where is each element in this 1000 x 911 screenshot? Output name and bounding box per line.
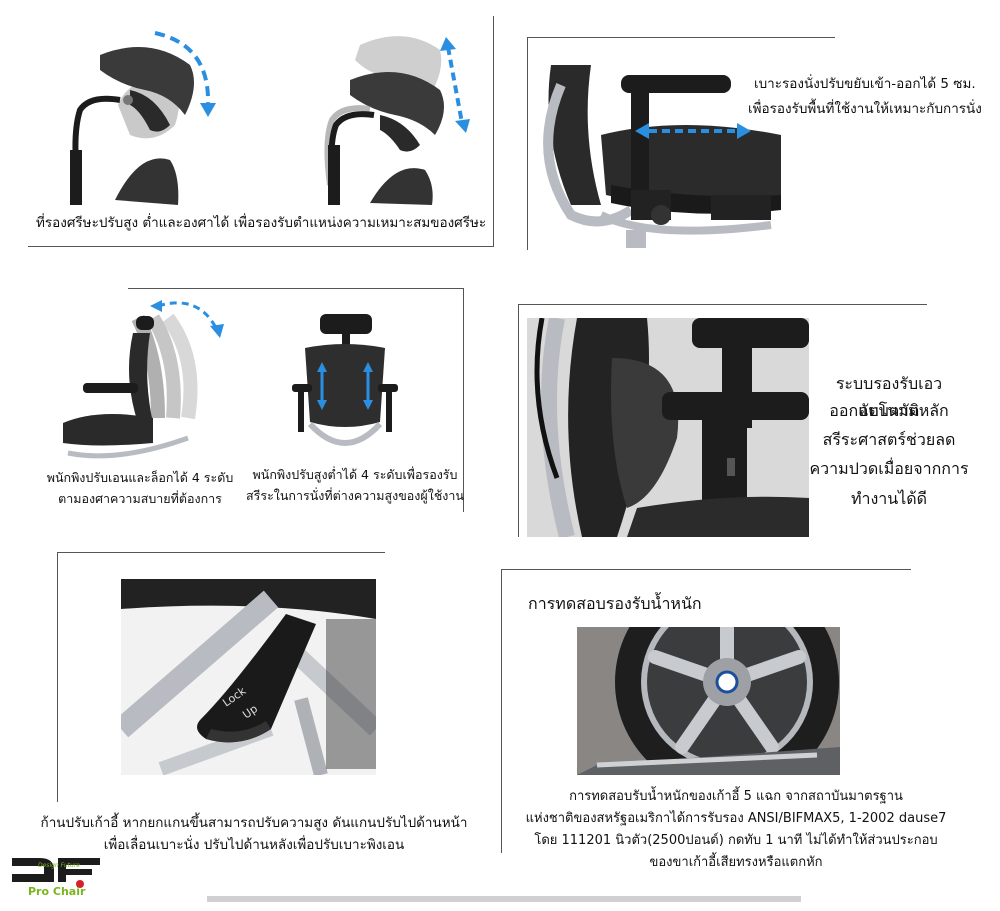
headrest-caption: ที่รองศรีษะปรับสูง ต่ำและองศาได้ เพื่อรอ… [36, 215, 487, 231]
lumbar-text-line4: ความปวดเมื่อยจากการ [809, 459, 969, 478]
recline-caption-line2: ตามองศาความสบายที่ต้องการ [58, 491, 222, 506]
recline-caption-line1: พนักพิงปรับเอนและล็อกได้ 4 ระดับ [46, 470, 234, 485]
lumbar-text-line5: ทำงานได้ดี [850, 489, 928, 508]
lumbar-photo [527, 318, 809, 537]
recline-illustration [63, 300, 224, 459]
weight-test-line4: ของขาเก้าอี้เสียทรงหรือแตกหัก [649, 855, 823, 870]
seat-slide-caption-line2: เพื่อรองรับพื้นที่ใช้งานให้เหมาะกับการนั… [748, 101, 982, 117]
lumbar-text-line3: สรีระศาสตร์ช่วยลด [822, 430, 956, 449]
lever-photo: Lock Up [121, 579, 376, 775]
brand-logo: Design Future Pro Chair [10, 852, 120, 902]
logo-brand-name: Pro Chair [28, 885, 86, 898]
weight-test-line2: แห่งชาติของสหรัฐอเมริกาได้การรับรอง ANSI… [525, 811, 947, 826]
df-logo-mark [12, 858, 100, 888]
weight-test-line1: การทดสอบรับน้ำหนักของเก้าอี้ 5 แฉก จากสถ… [569, 789, 903, 804]
seat-slide-caption-line1: เบาะรองนั่งปรับขยับเข้า-ออกได้ 5 ซม. [754, 76, 976, 92]
lumbar-text-line2: ออกแบบตามหลัก [829, 401, 949, 420]
lever-caption-line2: เพื่อเลื่อนเบาะนั่ง ปรับไปด้านหลังเพื่อป… [103, 837, 405, 853]
logo-tagline: Design Future [38, 862, 80, 869]
weight-test-line3: โดย 111201 นิวตัว(2500ปอนด์) กดทับ 1 นาท… [534, 833, 938, 848]
weight-test-heading: การทดสอบรองรับน้ำหนัก [528, 594, 702, 613]
seat-slide-photo [531, 55, 791, 248]
headrest-illustration-1 [70, 31, 216, 205]
backrest-height-caption-line2: สรีระในการนั่งที่ต่างความสูงของผู้ใช้งาน [246, 488, 464, 503]
lumbar-text-line1: ระบบรองรับเอวอัตโนมัติ [835, 374, 943, 420]
lever-caption-line1: ก้านปรับเก้าอี้ หากยกแกนขึ้นสามารถปรับคว… [40, 815, 468, 831]
bottom-divider-bar [207, 896, 801, 902]
headrest-illustration-2 [324, 36, 470, 205]
backrest-height-illustration [292, 314, 398, 446]
backrest-height-caption-line1: พนักพิงปรับสูงต่ำได้ 4 ระดับเพื่อรองรับ [252, 467, 458, 482]
weight-test-photo [577, 627, 840, 775]
